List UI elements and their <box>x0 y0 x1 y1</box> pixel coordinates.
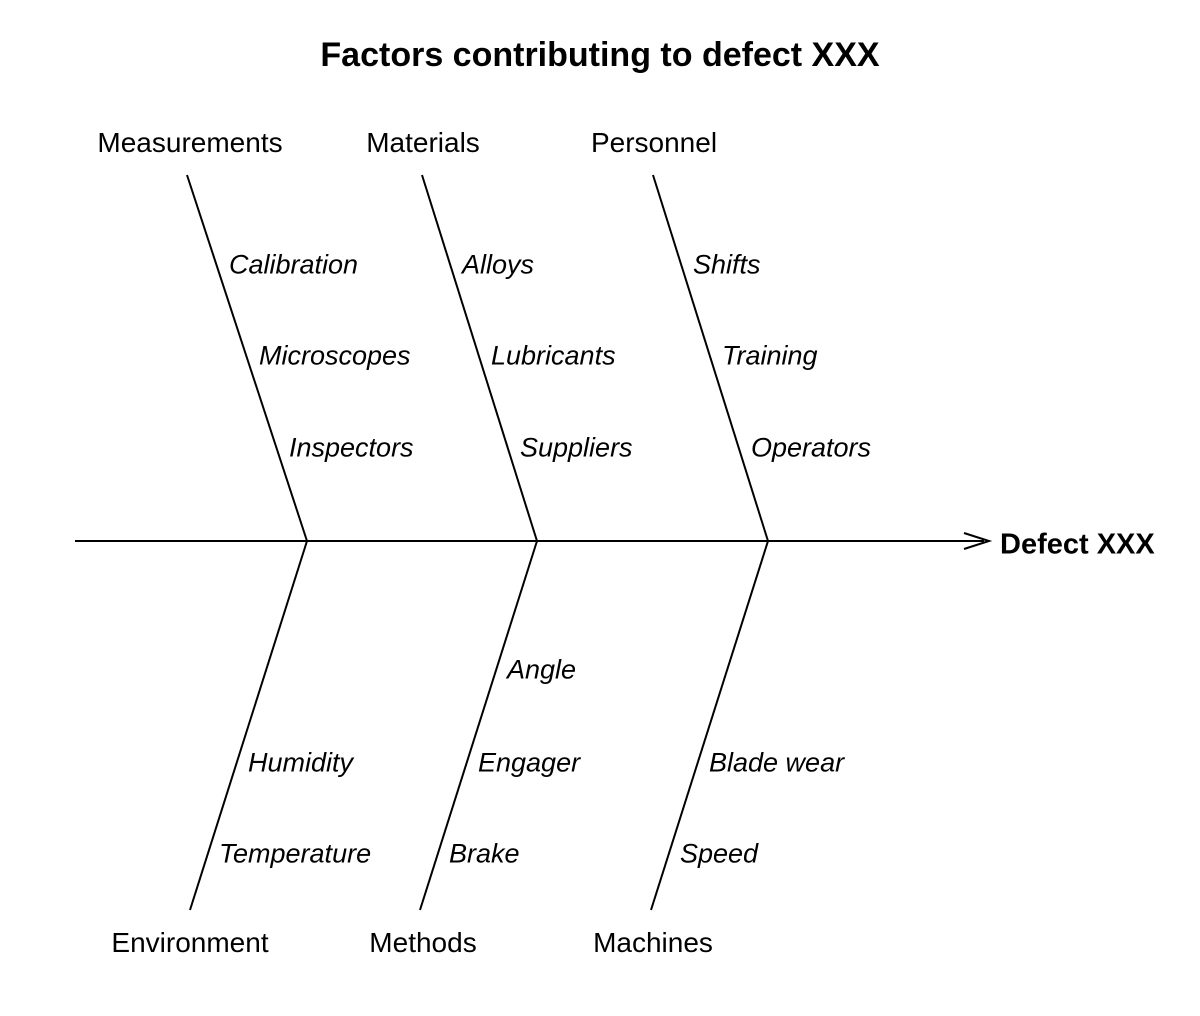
category-label-methods: Methods <box>369 927 477 958</box>
spine-arrowhead-icon <box>963 532 993 550</box>
effect-label: Defect XXX <box>1000 528 1155 561</box>
cause-label-lubricants: Lubricants <box>491 340 616 371</box>
cause-label-angle: Angle <box>507 654 577 685</box>
cause-label-speed: Speed <box>680 838 759 869</box>
branch-line-machines <box>650 540 769 911</box>
cause-label-alloys: Alloys <box>462 249 535 280</box>
cause-label-temperature: Temperature <box>219 838 372 869</box>
category-label-measurements: Measurements <box>97 127 283 158</box>
branch-line-personnel <box>652 174 769 542</box>
cause-label-engager: Engager <box>478 747 581 778</box>
branch-line-measurements <box>186 174 308 542</box>
cause-label-operators: Operators <box>751 432 872 463</box>
category-label-machines: Machines <box>593 927 713 958</box>
category-label-materials: Materials <box>366 127 480 158</box>
cause-label-calibration: Calibration <box>229 249 359 280</box>
diagram-title: Factors contributing to defect XXX <box>320 36 880 74</box>
branch-line-environment <box>189 540 308 911</box>
cause-label-inspectors: Inspectors <box>289 432 414 463</box>
branch-line-methods <box>419 540 538 911</box>
category-label-environment: Environment <box>111 927 269 958</box>
category-label-personnel: Personnel <box>590 127 718 158</box>
cause-label-blade-wear: Blade wear <box>709 747 845 778</box>
branch-line-materials <box>421 174 538 542</box>
cause-label-microscopes: Microscopes <box>259 340 411 371</box>
cause-label-brake: Brake <box>449 838 520 869</box>
cause-label-training: Training <box>722 340 818 371</box>
cause-label-humidity: Humidity <box>248 747 354 778</box>
cause-label-shifts: Shifts <box>693 249 761 280</box>
cause-label-suppliers: Suppliers <box>520 432 633 463</box>
